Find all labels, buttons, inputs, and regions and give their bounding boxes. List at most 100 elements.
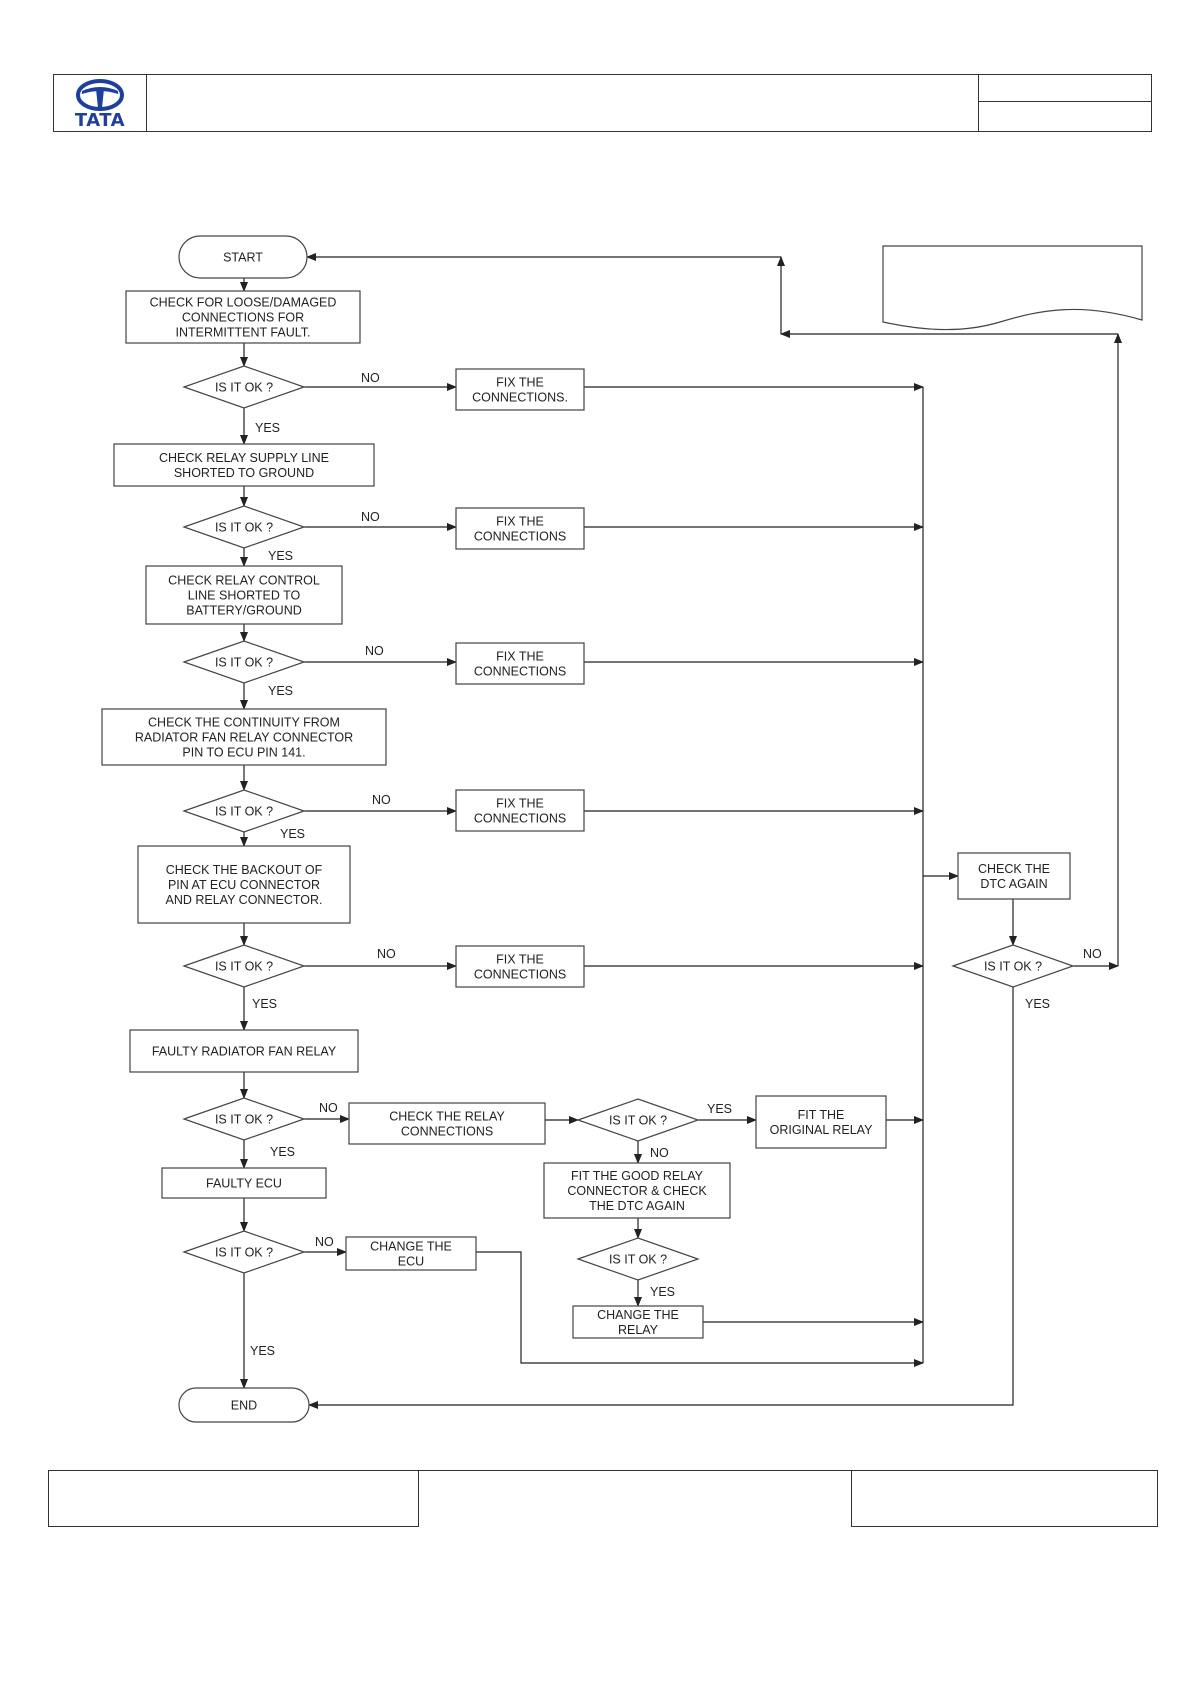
end-label: END [231,1399,257,1413]
step-relay-supply-box [113,443,375,487]
label-no-6: NO [319,1101,338,1115]
decision-relay-1-label: IS IT OK ? [609,1114,667,1128]
logo-wordmark: TATA [74,110,126,131]
fix-connections-1-text-line: FIX THE [496,376,544,390]
change-ecu-text-line: CHANGE THE [370,1240,452,1254]
label-yes-2: YES [268,549,293,563]
label-no-2: NO [361,510,380,524]
decision-5-diamond [182,944,306,988]
check-relay-connections-box [348,1102,546,1145]
fix-connections-2-text-line: FIX THE [496,515,544,529]
label-no-relay-1: NO [650,1146,669,1160]
step-relay-control-text-line: CHECK RELAY CONTROL [168,574,320,588]
start-label: START [223,251,263,265]
fix-connections-2-box [455,507,585,550]
decision-dtc-label: IS IT OK ? [984,960,1042,974]
step-backout-text-line: PIN AT ECU CONNECTOR [168,878,320,892]
label-no-1: NO [361,371,380,385]
fit-original-relay-text-line: ORIGINAL RELAY [770,1123,873,1137]
logo-cell: TATA [54,75,147,131]
check-relay-connections-text-line: CHECK THE RELAY [389,1110,505,1124]
header-right-cell [978,75,1151,131]
fix-connections-3-box [455,642,585,685]
fix-connections-1-text-line: CONNECTIONS. [472,391,568,405]
tata-logo-icon [76,79,124,111]
step-faulty-relay-box [129,1029,359,1073]
label-no-7: NO [315,1235,334,1249]
decision-6-diamond [182,1097,306,1141]
page-header: TATA [53,74,1152,132]
step-faulty-ecu-box [161,1167,327,1199]
decision-1-label: IS IT OK ? [215,381,273,395]
end-terminal [178,1387,310,1423]
label-no-5: NO [377,947,396,961]
label-no-3: NO [365,644,384,658]
decision-2-label: IS IT OK ? [215,521,273,535]
decision-dtc-diamond [951,944,1075,988]
fix-connections-3-text-line: CONNECTIONS [474,665,566,679]
step-faulty-ecu-text: FAULTY ECU [206,1177,282,1191]
step-faulty-relay-text-line: FAULTY RADIATOR FAN RELAY [152,1045,337,1059]
change-ecu-text-line: ECU [398,1255,424,1269]
fix-connections-4-text-line: FIX THE [496,797,544,811]
change-relay-box [572,1305,704,1339]
decision-4-label: IS IT OK ? [215,805,273,819]
decision-2-diamond [182,505,306,549]
fit-good-relay-text-line: CONNECTOR & CHECK [567,1184,707,1198]
edge-ddtc-end [308,987,1014,1409]
label-yes-5: YES [252,997,277,1011]
decision-relay-1-diamond [576,1098,700,1142]
fit-good-relay-text-line: FIT THE GOOD RELAY [571,1169,704,1183]
decision-1-diamond [182,365,306,409]
fit-original-relay-text-line: FIT THE [798,1108,845,1122]
decision-6-label: IS IT OK ? [215,1113,273,1127]
label-yes-relay-2: YES [650,1285,675,1299]
label-yes-dtc: YES [1025,997,1050,1011]
step-loose-connections-text-line: CONNECTIONS FOR [182,311,304,325]
decision-3-label: IS IT OK ? [215,656,273,670]
label-yes-1: YES [255,421,280,435]
check-dtc-again-text-line: CHECK THE [978,862,1050,876]
step-relay-control-text-line: LINE SHORTED TO [188,589,301,603]
start-terminal [178,235,308,279]
footer-left-box [48,1470,419,1527]
note-shape [882,245,1143,331]
decision-5-label: IS IT OK ? [215,960,273,974]
decision-4-diamond [182,789,306,833]
step-backout-box [137,845,351,924]
check-dtc-again-box [957,852,1071,900]
step-continuity-text-line: PIN TO ECU PIN 141. [182,746,305,760]
label-yes-4: YES [280,827,305,841]
step-continuity-text-line: CHECK THE CONTINUITY FROM [148,716,340,730]
label-no-dtc: NO [1083,947,1102,961]
decision-7-diamond [182,1230,306,1274]
step-backout-text-line: CHECK THE BACKOUT OF [166,863,323,877]
step-faulty-ecu-text-line: FAULTY ECU [206,1177,282,1191]
change-ecu-box [345,1236,477,1271]
label-no-4: NO [372,793,391,807]
step-faulty-relay-text: FAULTY RADIATOR FAN RELAY [152,1045,337,1059]
decision-relay-2-label: IS IT OK ? [609,1253,667,1267]
step-relay-control-text-line: BATTERY/GROUND [186,604,302,618]
fix-connections-4-text-line: CONNECTIONS [474,812,566,826]
label-yes-relay-1: YES [707,1102,732,1116]
change-relay-text-line: CHANGE THE [597,1308,679,1322]
step-relay-control-box [145,565,343,625]
label-yes-7: YES [250,1344,275,1358]
fix-connections-5-box [455,945,585,988]
step-loose-connections-text-line: CHECK FOR LOOSE/DAMAGED [150,296,337,310]
